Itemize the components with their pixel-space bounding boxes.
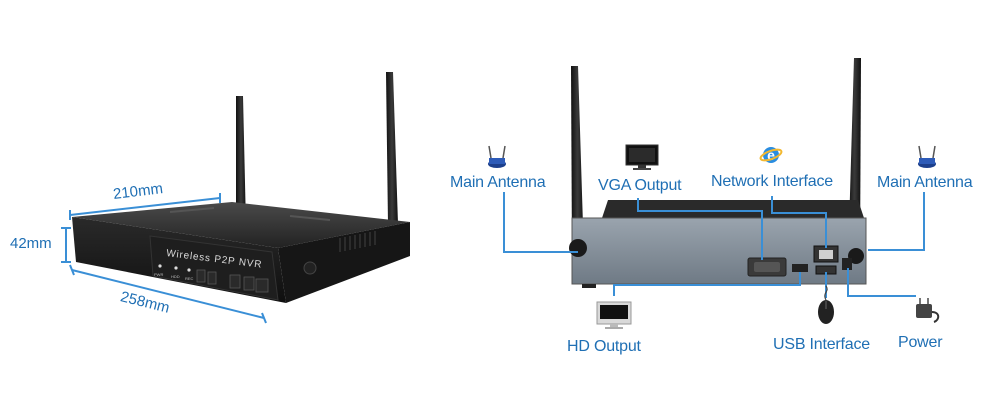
router-icon [918, 145, 936, 168]
label-main-antenna-right: Main Antenna [877, 174, 973, 191]
hdmi-port [792, 264, 808, 272]
left-antenna-1 [236, 96, 246, 226]
callout-lines [503, 192, 925, 298]
nvr-right-side [278, 222, 410, 303]
monitor-icon [625, 144, 659, 170]
left-antenna-2 [386, 72, 398, 224]
power-adapter-icon [916, 298, 940, 323]
label-hd-output: HD Output [567, 338, 641, 355]
label-vga-output: VGA Output [598, 177, 682, 194]
nvr-rear-view [569, 58, 867, 288]
label-usb-interface: USB Interface [773, 336, 871, 353]
callout-power [847, 268, 916, 297]
height-dimension-label: 42mm [10, 235, 52, 252]
label-main-antenna-left: Main Antenna [450, 174, 546, 191]
router-icon [488, 145, 506, 168]
nvr-front-view: Wireless P2P NVR PWR HDD REC [72, 72, 410, 303]
callout-main-antenna-right [868, 192, 925, 251]
callout-vga-output [637, 198, 763, 260]
svg-text:e: e [767, 147, 775, 163]
depth-dimension-line [71, 269, 265, 319]
callout-hd-output [613, 272, 801, 296]
callout-network-interface [771, 196, 827, 248]
indicator-label-hdd: HDD [171, 274, 180, 279]
indicator-label-rec: REC [185, 276, 194, 281]
right-antenna-left [571, 66, 584, 258]
label-network-interface: Network Interface [711, 173, 833, 190]
power-port [842, 258, 852, 270]
monitor-icon [596, 301, 632, 329]
mouse-icon [818, 285, 834, 324]
label-power: Power [898, 334, 943, 351]
width-dimension-line [69, 197, 221, 216]
indicator-label-pwr: PWR [154, 272, 163, 277]
dimension-lines [61, 193, 267, 324]
internet-explorer-icon: e [759, 147, 783, 163]
callout-main-antenna-left [503, 192, 578, 253]
nvr-top-face [72, 202, 410, 248]
